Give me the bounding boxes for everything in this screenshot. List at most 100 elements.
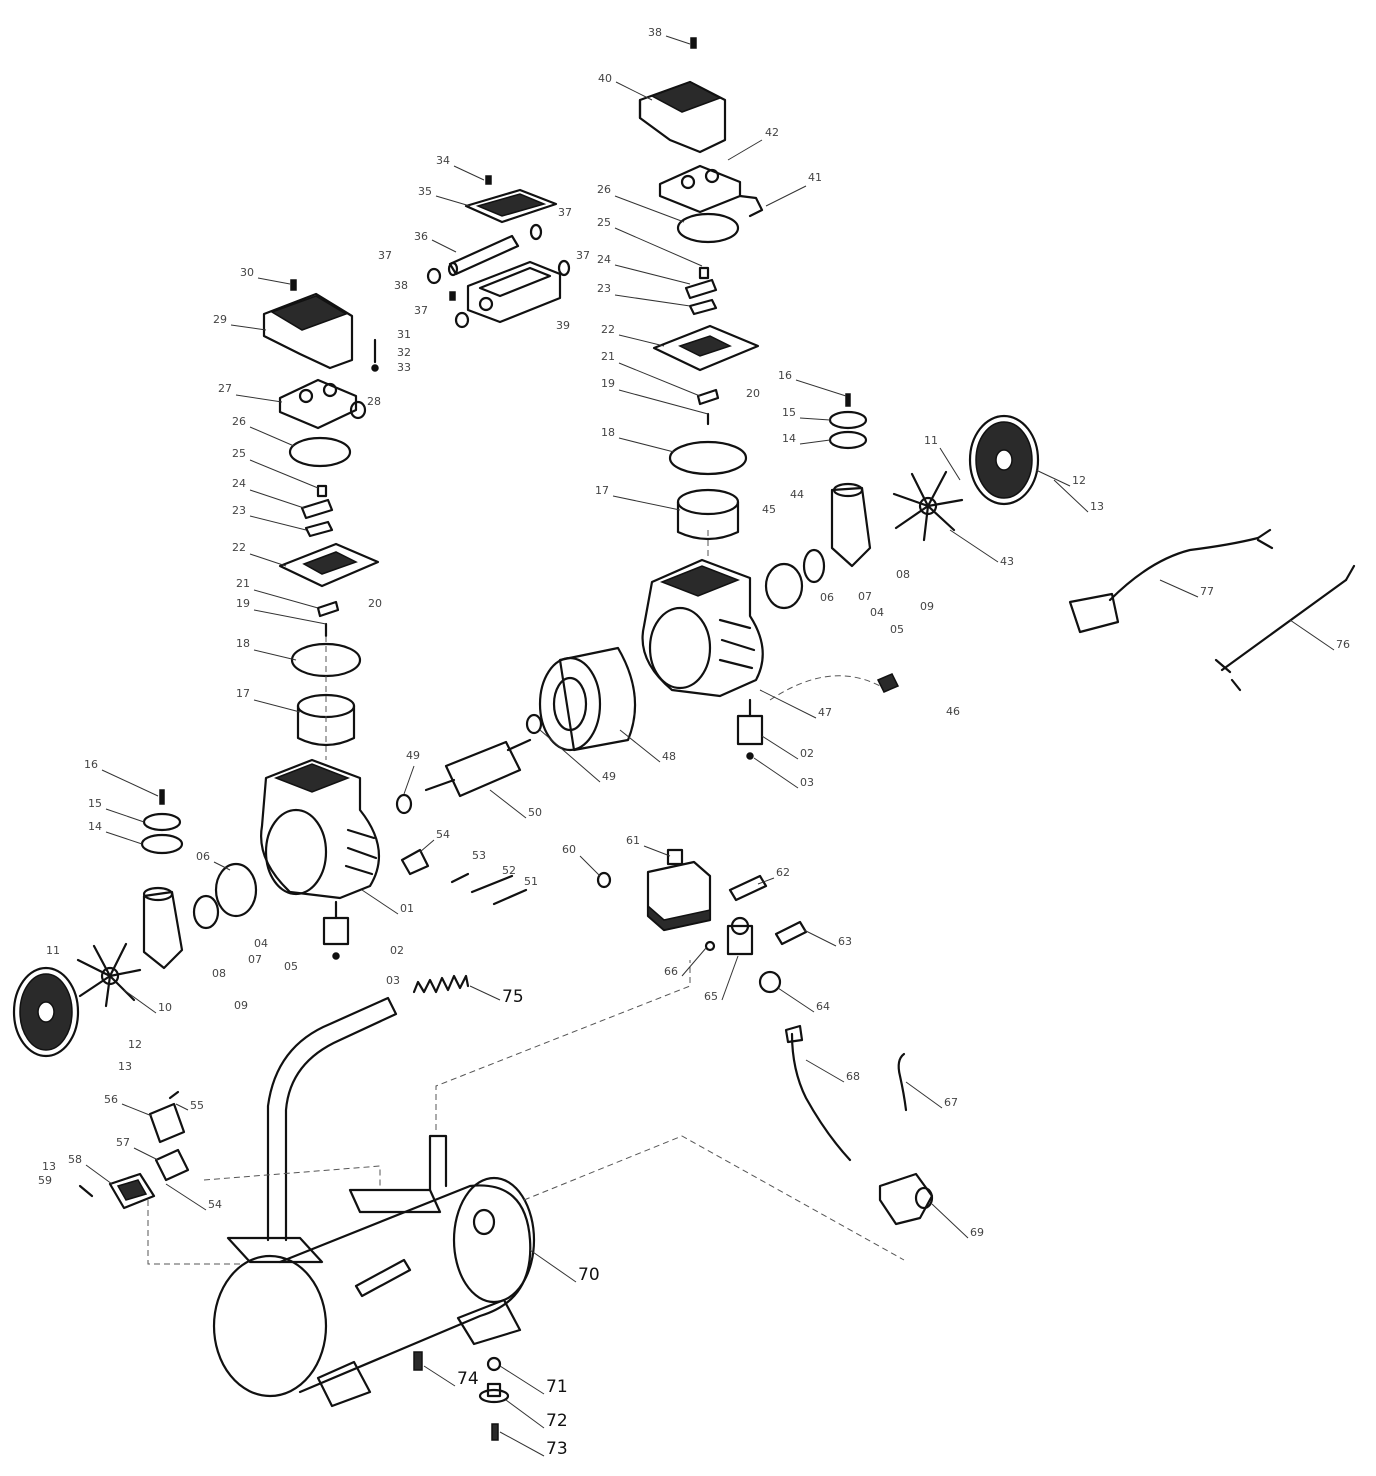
part-label-p45: 45 <box>762 503 776 516</box>
right-gasket-26 <box>676 212 740 244</box>
right-valve-plate-22 <box>652 324 760 372</box>
switch-56 <box>148 1090 186 1144</box>
part-label-p17b: 17 <box>236 687 250 700</box>
part-label-p57: 57 <box>116 1136 130 1149</box>
bolts-51-53 <box>450 872 528 906</box>
part-label-p04b: 04 <box>254 937 268 950</box>
right-eccentric-06-07 <box>764 548 826 610</box>
spring-75 <box>412 974 470 994</box>
part-label-p51: 51 <box>524 875 538 888</box>
right-valve-reed-21-20 <box>696 388 720 426</box>
part-label-p06a: 06 <box>820 591 834 604</box>
left-valve-plate-22 <box>278 542 380 588</box>
left-eccentric-06-07 <box>192 862 258 930</box>
part-label-p54b: 54 <box>208 1198 222 1211</box>
washer-71 <box>486 1356 502 1372</box>
screw-38b <box>449 291 456 301</box>
plug-28 <box>349 400 367 420</box>
assembly-lines <box>147 530 905 1265</box>
screw-59 <box>78 1184 94 1198</box>
part-label-p38a: 38 <box>648 26 662 39</box>
part-label-p60: 60 <box>562 843 576 856</box>
part-label-p13c: 13 <box>42 1160 56 1173</box>
part-label-p49b: 49 <box>602 770 616 783</box>
part-label-p47: 47 <box>818 706 832 719</box>
right-piston-cap-15 <box>828 410 868 430</box>
part-label-p55: 55 <box>190 1099 204 1112</box>
left-piston-14 <box>140 833 184 855</box>
rubber-foot-72 <box>478 1382 510 1404</box>
part-label-p13b: 13 <box>118 1060 132 1073</box>
part-label-p03b: 03 <box>386 974 400 987</box>
discharge-tube-68 <box>784 1024 852 1162</box>
part-label-p09b: 09 <box>234 999 248 1012</box>
right-screw-16 <box>845 393 851 407</box>
part-label-p76: 76 <box>1336 638 1350 651</box>
drain-plug-74 <box>413 1351 423 1371</box>
part-label-p10: 10 <box>158 1001 172 1014</box>
part-label-p31: 31 <box>397 328 411 341</box>
part-label-p28: 28 <box>367 395 381 408</box>
power-cord-77 <box>1068 528 1274 634</box>
nut-60 <box>596 871 612 889</box>
part-label-p58: 58 <box>68 1153 82 1166</box>
left-bolt-31-33 <box>371 338 379 372</box>
part-label-p62: 62 <box>776 866 790 879</box>
left-screw-16 <box>159 789 165 805</box>
tank-feet <box>226 1188 522 1408</box>
part-label-p07b: 07 <box>248 953 262 966</box>
part-label-p37c: 37 <box>576 249 590 262</box>
part-label-p03a: 03 <box>800 776 814 789</box>
part-label-p70: 70 <box>578 1265 600 1285</box>
part-label-p25b: 25 <box>232 447 246 460</box>
part-label-p16a: 16 <box>778 369 792 382</box>
part-label-p56: 56 <box>104 1093 118 1106</box>
part-label-p68: 68 <box>846 1070 860 1083</box>
seal-37d <box>454 311 470 329</box>
left-crankcase-01 <box>260 758 381 900</box>
part-label-p52: 52 <box>502 864 516 877</box>
part-label-p46: 46 <box>946 705 960 718</box>
left-fan-10 <box>76 942 142 1008</box>
part-label-p06b: 06 <box>196 850 210 863</box>
part-label-p05b: 05 <box>284 960 298 973</box>
part-label-p08b: 08 <box>212 967 226 980</box>
right-fan-43 <box>892 470 964 542</box>
part-label-p77: 77 <box>1200 585 1214 598</box>
part-label-p15a: 15 <box>782 406 796 419</box>
left-base-foot-02 <box>322 900 350 960</box>
knob-57 <box>154 1148 190 1182</box>
part-label-p37a: 37 <box>558 206 572 219</box>
right-cylinder-head-42 <box>658 164 764 218</box>
pressure-switch-61 <box>646 848 712 932</box>
part-label-p63: 63 <box>838 935 852 948</box>
part-label-p23a: 23 <box>597 282 611 295</box>
part-label-p67: 67 <box>944 1096 958 1109</box>
left-valve-parts-25-23 <box>300 484 334 538</box>
part-label-p30a: 30 <box>240 266 254 279</box>
part-label-p64: 64 <box>816 1000 830 1013</box>
switch-box-58 <box>108 1172 156 1210</box>
part-label-p14b: 14 <box>88 820 102 833</box>
part-label-p12a: 12 <box>1072 474 1086 487</box>
part-label-p34a: 34 <box>436 154 450 167</box>
seal-37c <box>557 259 571 277</box>
safety-valve-63 <box>774 920 808 946</box>
part-label-p11b: 11 <box>46 944 60 957</box>
bearing-49b <box>525 713 543 735</box>
connecting-tube-36 <box>447 234 520 277</box>
air-tank-70 <box>212 1134 536 1398</box>
part-label-p22a: 22 <box>601 323 615 336</box>
part-label-p14a: 14 <box>782 432 796 445</box>
part-label-p33: 33 <box>397 361 411 374</box>
left-head-cover-29 <box>262 279 354 370</box>
part-label-p42: 42 <box>765 126 779 139</box>
motor-stator-48 <box>538 646 637 752</box>
part-label-p26a: 26 <box>597 183 611 196</box>
right-fan-cover-12 <box>968 414 1040 506</box>
part-label-p36: 36 <box>414 230 428 243</box>
part-label-p69: 69 <box>970 1226 984 1239</box>
part-label-p11a: 11 <box>924 434 938 447</box>
part-label-p25a: 25 <box>597 216 611 229</box>
